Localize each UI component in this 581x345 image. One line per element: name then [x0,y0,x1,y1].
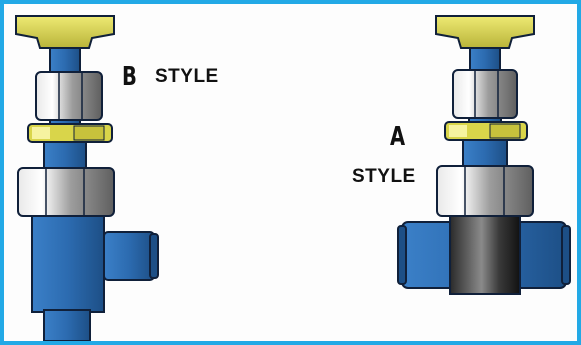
valve-a-style-label: STYLE [352,166,416,187]
valve-a-center-cylinder [449,215,521,295]
valve-b-body-nut [17,167,115,217]
valve-b-stem [49,47,81,73]
valve-b-upper-nut [35,71,103,121]
valve-b [15,15,159,341]
valve-b-letter: B [122,62,137,92]
valve-b-body [31,215,105,313]
valve-b-side-port [103,231,155,281]
valve-illustration [15,15,571,341]
valve-a-upper-nut [452,69,518,119]
valve-a-letter: A [390,122,406,152]
valve-b-bottom-port [43,309,91,341]
valve-a-body-nut [436,165,534,217]
valve-a-handle [435,15,535,49]
valve-b-style-label: STYLE [155,66,219,87]
valve-b-handle [15,15,115,49]
valve-a-stem [469,47,501,71]
valve-a [397,15,571,295]
